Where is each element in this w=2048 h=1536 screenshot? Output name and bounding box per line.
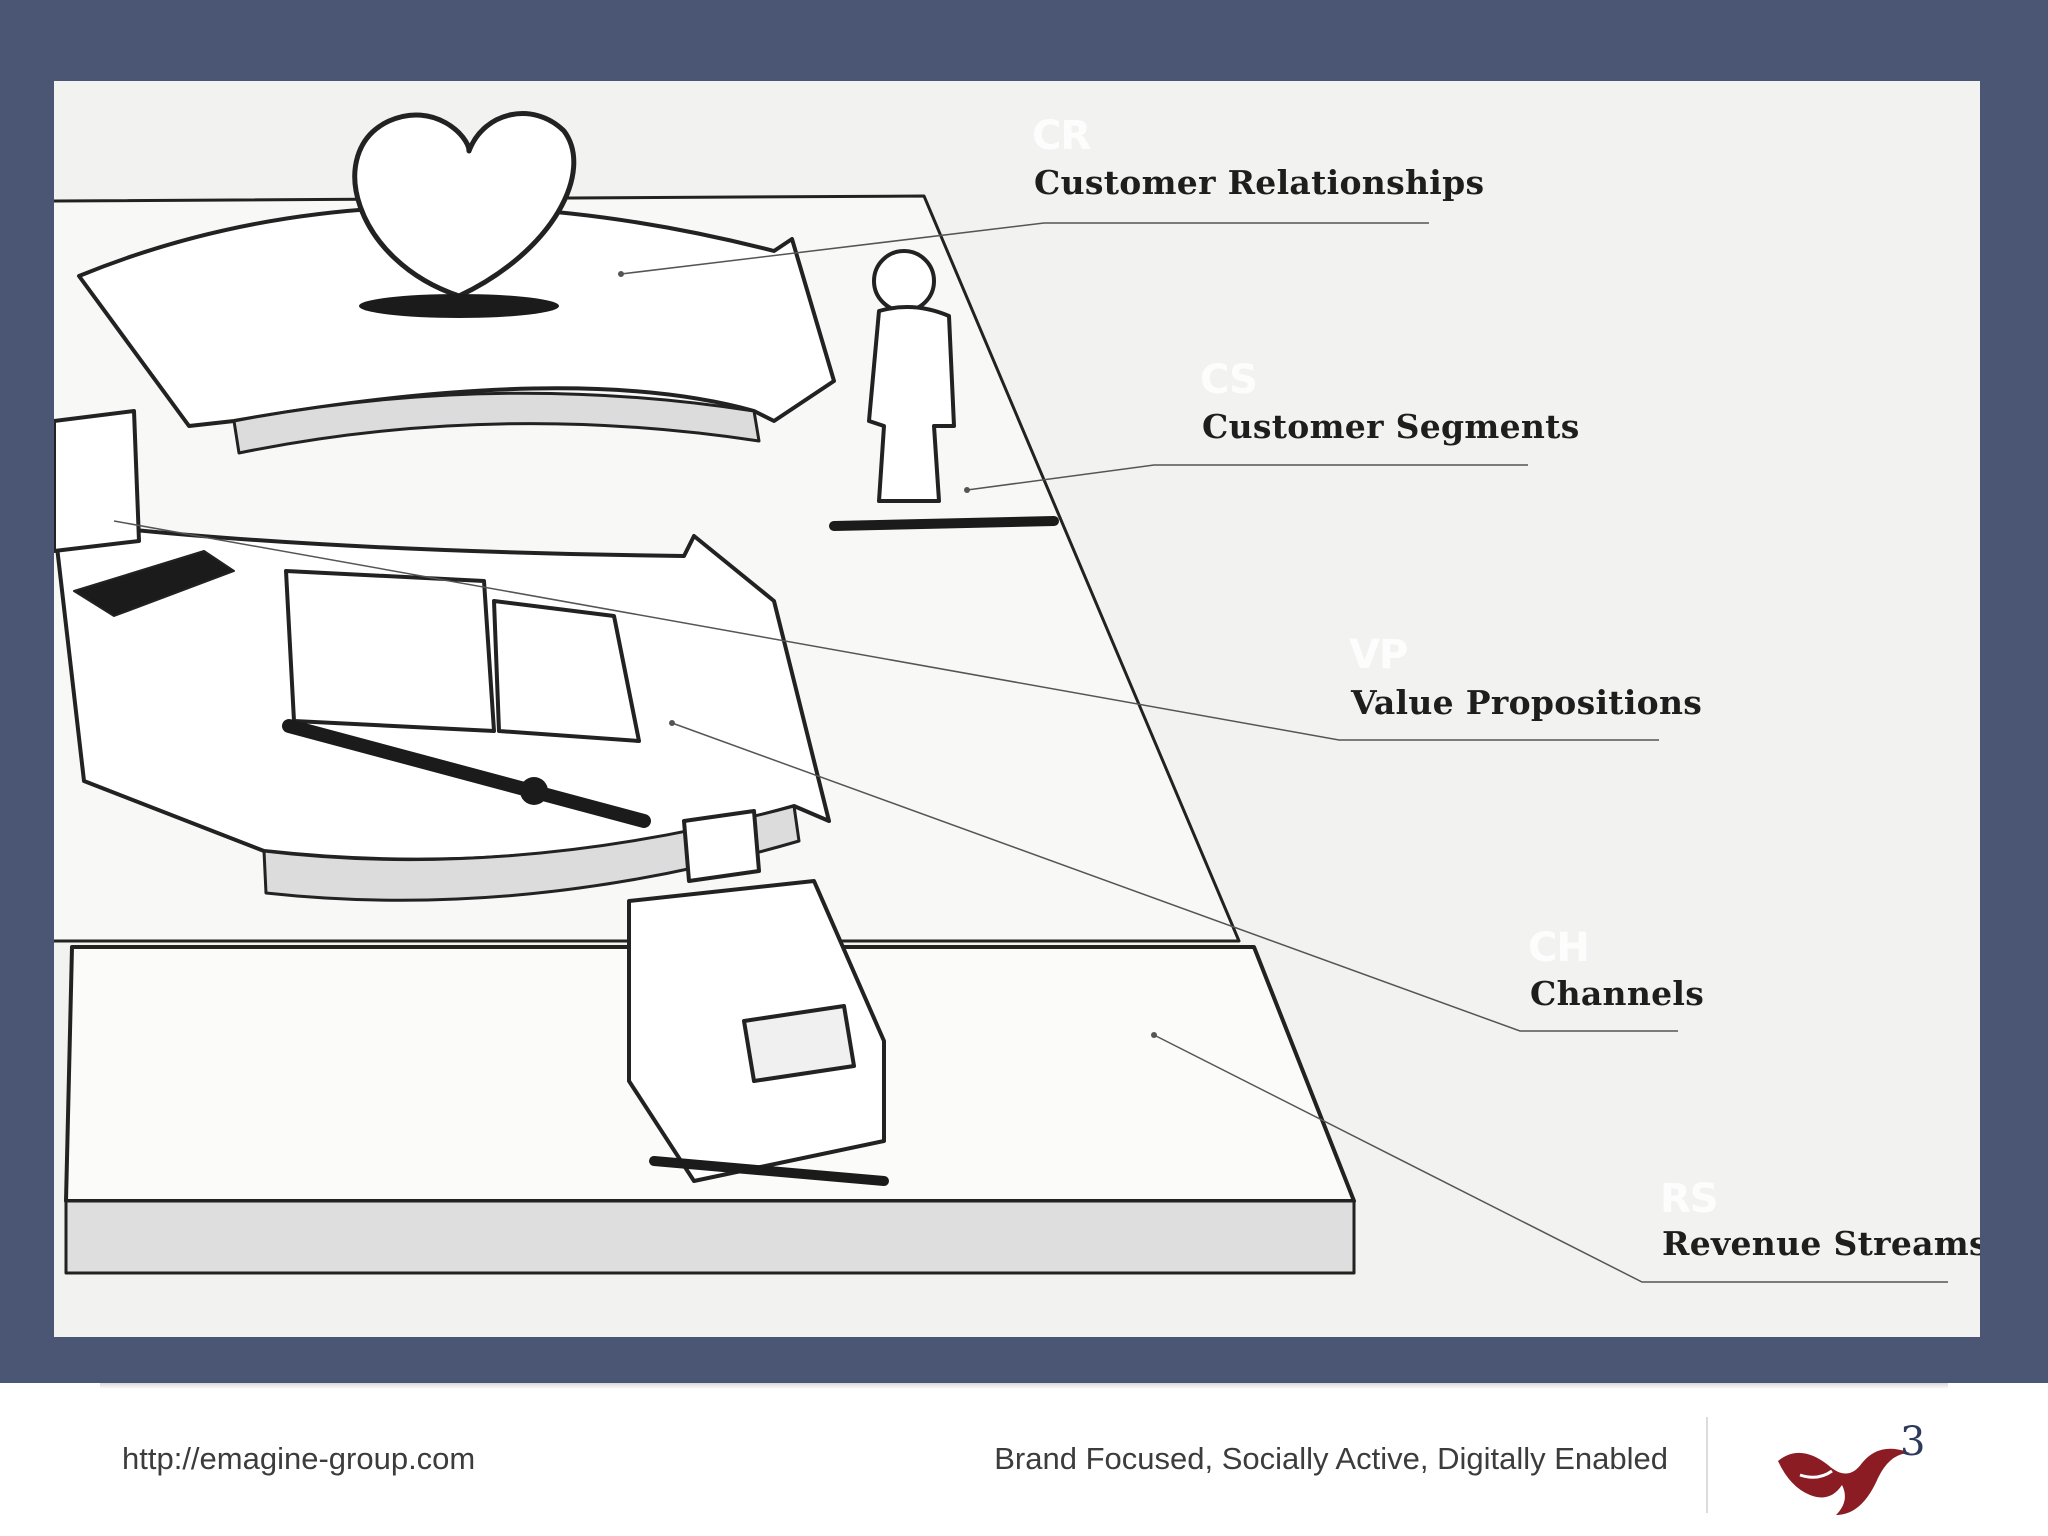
- cr-arrow-edge: [232, 391, 761, 455]
- block-label-value-propositions: Value Propositions: [1351, 683, 1703, 722]
- block-label-revenue-streams: Revenue Streams: [1662, 1224, 1980, 1263]
- block-abbr-cs: CS: [1200, 357, 1258, 403]
- block-abbr-cr: CR: [1032, 113, 1091, 159]
- block-label-customer-segments: Customer Segments: [1202, 407, 1580, 446]
- truck-wheel: [520, 777, 548, 805]
- canvas-sketch: [54, 111, 1948, 1283]
- truck-box: [284, 569, 496, 733]
- leader-ch: [671, 722, 1678, 1032]
- block-label-channels: Channels: [1530, 974, 1705, 1013]
- heart-icon: [352, 111, 577, 299]
- business-model-canvas-illustration: CR Customer Relationships CS Customer Se…: [54, 81, 1980, 1337]
- gift-box: [54, 409, 141, 553]
- emagine-logo-icon: 3: [1778, 1423, 1925, 1515]
- ch-arrow-edge: [262, 804, 801, 902]
- footer: http://emagine-group.com Brand Focused, …: [0, 1383, 2048, 1536]
- block-abbr-vp: VP: [1349, 632, 1408, 678]
- heart-shadow: [359, 294, 559, 318]
- slide-frame: CR Customer Relationships CS Customer Se…: [0, 0, 2048, 1383]
- laptop: [73, 550, 235, 617]
- register-shadow: [649, 1156, 889, 1186]
- logo-superscript: 3: [1900, 1423, 1925, 1465]
- truck-cab: [492, 599, 641, 743]
- rs-slab-front: [64, 1199, 1356, 1275]
- leader-vp: [113, 520, 1659, 741]
- leader-cs: [966, 464, 1528, 491]
- leader-cr: [620, 222, 1429, 275]
- block-label-customer-relationships: Customer Relationships: [1034, 163, 1485, 202]
- register-keypad: [742, 1004, 856, 1083]
- footer-shadow: [100, 1383, 1948, 1389]
- block-abbr-rs: RS: [1660, 1176, 1719, 1222]
- truck-shadow: [282, 719, 651, 828]
- register-top: [682, 809, 761, 883]
- footer-url-link[interactable]: http://emagine-group.com: [122, 1441, 476, 1476]
- person-shadow: [829, 516, 1059, 531]
- person-head: [872, 249, 936, 313]
- footer-tagline: Brand Focused, Socially Active, Digitall…: [994, 1441, 1668, 1476]
- leader-rs: [1153, 1034, 1948, 1283]
- block-abbr-ch: CH: [1528, 925, 1590, 971]
- person-body: [867, 305, 956, 503]
- footer-divider: [1706, 1417, 1708, 1513]
